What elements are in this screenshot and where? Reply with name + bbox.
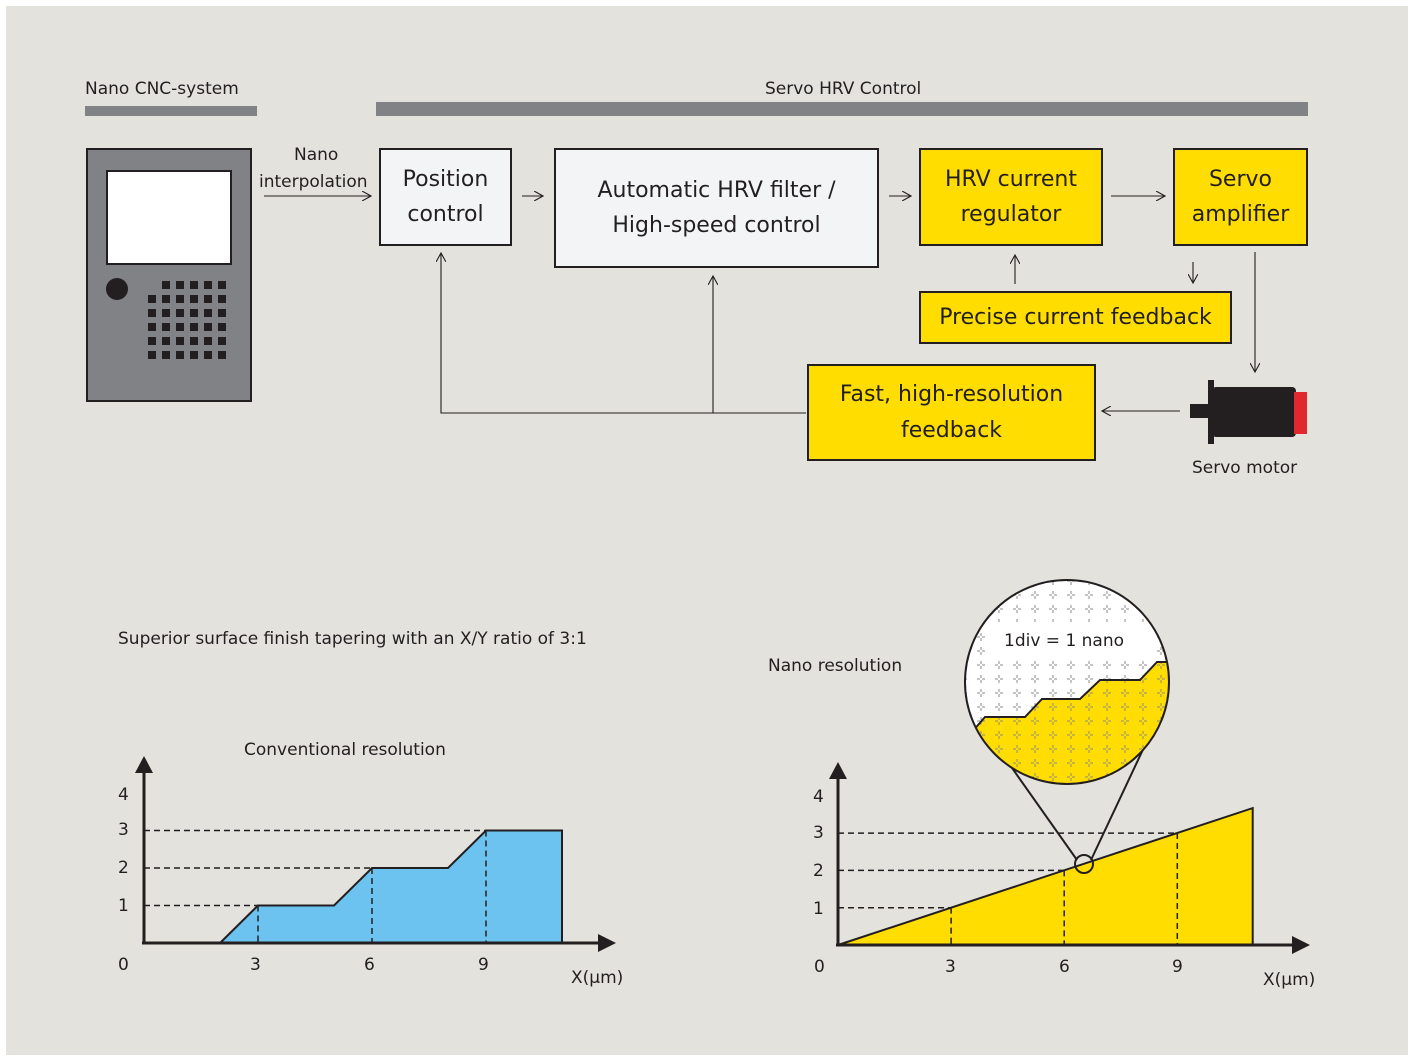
keypad-key: [204, 295, 212, 303]
keypad-key: [190, 337, 198, 345]
magnifier-lens: [964, 579, 1170, 785]
keypad-key: [218, 351, 226, 359]
keypad-key: [190, 295, 198, 303]
conventional-chart: [135, 756, 616, 952]
chart2-x-tick: 9: [1172, 957, 1183, 977]
position-control-line1: Position: [402, 166, 489, 192]
chart1-x-arrowhead: [598, 934, 616, 952]
fast-feedback-line1: Fast, high-resolution: [839, 382, 1064, 408]
surface-finish-caption: Superior surface finish tapering with an…: [118, 629, 587, 649]
magnified-step-line: [965, 661, 1169, 741]
chart2-y-tick: 3: [813, 823, 824, 843]
chart1-x-tick: 9: [478, 955, 489, 975]
chart2-y-tick: 4: [813, 787, 824, 807]
keypad-key: [190, 281, 198, 289]
chart1-title: Conventional resolution: [244, 740, 446, 760]
servo-motor-label: Servo motor: [1192, 458, 1298, 478]
keypad-key: [162, 351, 170, 359]
fast-feedback-block: Fast, high-resolution feedback: [807, 364, 1096, 461]
keypad-key: [162, 281, 170, 289]
keypad-key: [176, 309, 184, 317]
chart2-x-tick: 3: [945, 957, 956, 977]
chart2-y-tick: 1: [813, 899, 824, 919]
keypad-key: [176, 337, 184, 345]
chart1-y-tick: 2: [118, 858, 129, 878]
magnifier: [964, 579, 1170, 874]
keypad-key: [218, 309, 226, 317]
magnifier-target-circle: [1074, 854, 1094, 874]
chart1-y-tick: 1: [118, 896, 129, 916]
chart1-y-tick: 4: [118, 785, 129, 805]
hrv-current-regulator-block: HRV current regulator: [919, 148, 1103, 246]
fast-feedback-line2: feedback: [900, 417, 1003, 443]
keypad-key: [176, 295, 184, 303]
keypad-key: [204, 309, 212, 317]
keypad-key: [218, 337, 226, 345]
chart2-x-tick: 6: [1059, 957, 1070, 977]
keypad-key: [148, 295, 156, 303]
chart1-area: [217, 829, 563, 944]
chart2-origin-label: 0: [814, 957, 825, 977]
cnc-controller-icon: [86, 148, 252, 402]
magnifier-legend-bg: [988, 622, 1147, 659]
keypad-key: [190, 351, 198, 359]
nano-label: Nano: [294, 145, 339, 165]
chart1-x-tick: 6: [364, 955, 375, 975]
magnifier-legend: 1div = 1 nano: [1004, 631, 1125, 651]
keypad-key: [162, 295, 170, 303]
nano-resolution-label: Nano resolution: [768, 656, 903, 676]
hrv-filter-line1: Automatic HRV filter /: [597, 177, 836, 203]
keypad-key: [162, 323, 170, 331]
chart1-x-tick: 3: [250, 955, 261, 975]
keypad-key: [148, 309, 156, 317]
keypad-key: [218, 295, 226, 303]
keypad-key: [148, 351, 156, 359]
keypad-key: [190, 323, 198, 331]
cnc-header-bar: [85, 106, 257, 116]
keypad-key: [148, 337, 156, 345]
chart2-x-arrowhead: [1292, 936, 1310, 954]
keypad-key: [162, 337, 170, 345]
servo-control-header: Servo HRV Control: [765, 79, 922, 99]
cnc-system-header: Nano CNC-system: [85, 79, 239, 99]
chart2-area: [837, 806, 1254, 946]
position-control-block: Position control: [379, 148, 512, 246]
servo-amplifier-line1: Servo: [1208, 166, 1272, 192]
hrv-regulator-line1: HRV current: [944, 166, 1078, 192]
precise-current-feedback-block: Precise current feedback: [919, 291, 1232, 344]
keypad-key: [218, 281, 226, 289]
position-control-line2: control: [407, 202, 484, 227]
keypad-key: [176, 281, 184, 289]
hrv-regulator-line2: regulator: [960, 202, 1062, 227]
chart1-origin-label: 0: [118, 955, 129, 975]
keypad-key: [204, 281, 212, 289]
hrv-filter-block: Automatic HRV filter / High-speed control: [554, 148, 879, 268]
keypad-key: [176, 323, 184, 331]
keypad-key: [204, 323, 212, 331]
interpolation-label: interpolation: [259, 172, 368, 192]
chart2-y-tick: 2: [813, 861, 824, 881]
keypad-key: [148, 323, 156, 331]
precise-current-feedback-text: Precise current feedback: [939, 304, 1212, 330]
chart2-x-axis-label: X(μm): [1263, 970, 1316, 990]
nano-chart: [829, 762, 1310, 954]
servo-amplifier-line2: amplifier: [1191, 202, 1290, 227]
keypad-key: [162, 309, 170, 317]
keypad-key: [204, 337, 212, 345]
chart1-y-arrowhead: [135, 756, 153, 773]
keypad-key: [176, 351, 184, 359]
keypad-key: [218, 323, 226, 331]
servo-amplifier-block: Servo amplifier: [1173, 148, 1308, 246]
arrow-feedback-to-position: [441, 253, 806, 414]
chart2-y-arrowhead: [829, 762, 847, 779]
keypad-key: [190, 309, 198, 317]
chart1-x-axis-label: X(μm): [571, 968, 624, 988]
servo-header-bar: [376, 102, 1308, 116]
hrv-filter-line2: High-speed control: [612, 213, 821, 238]
keypad-key: [204, 351, 212, 359]
servo-motor-icon: [1190, 380, 1307, 444]
chart1-y-tick: 3: [118, 820, 129, 840]
